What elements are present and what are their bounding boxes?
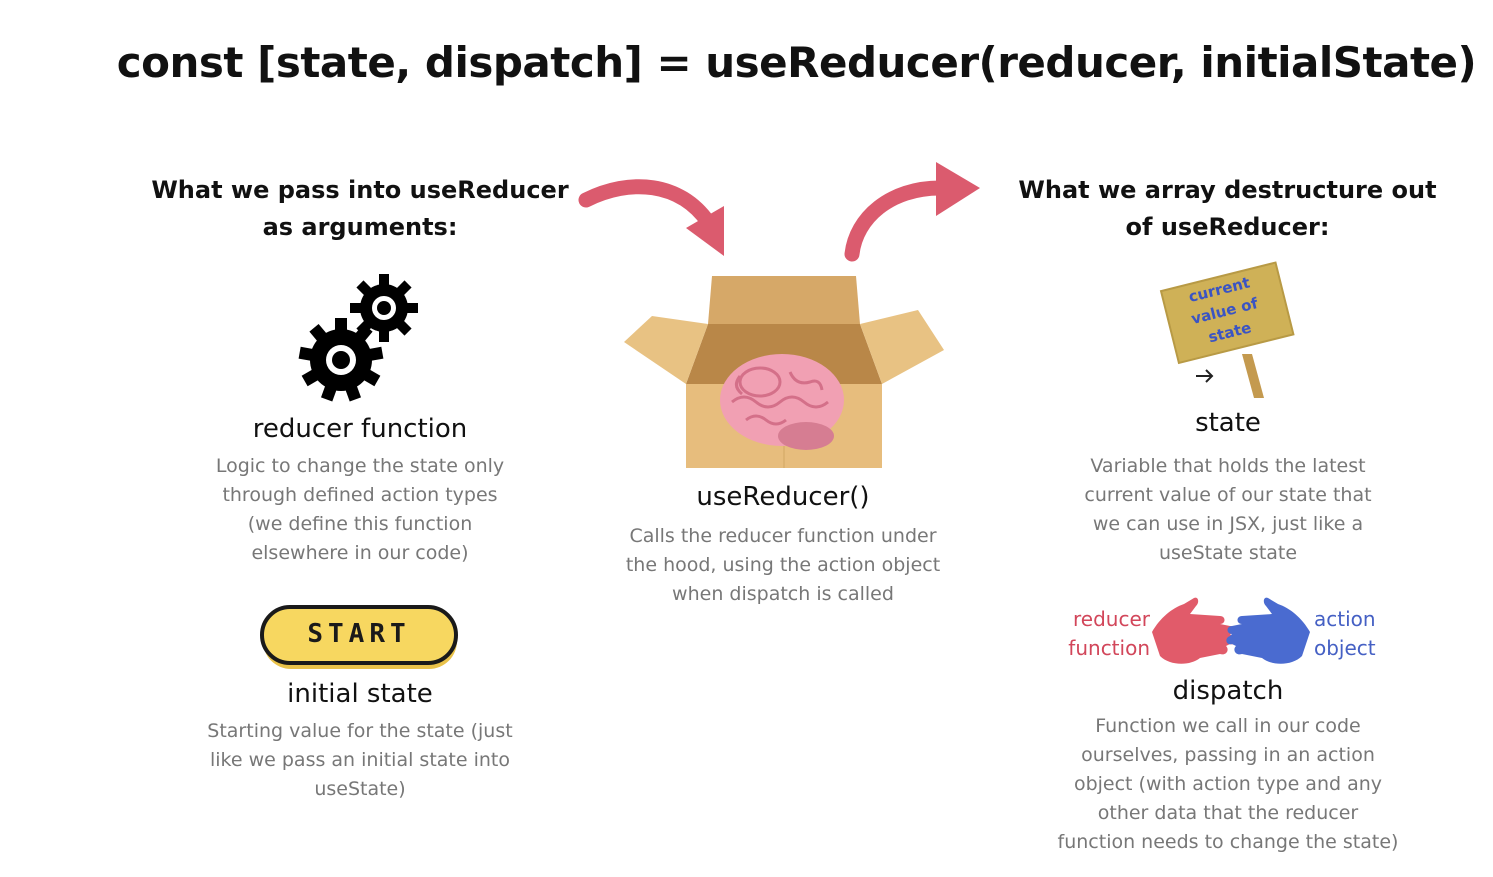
desc-line: elsewhere in our code): [251, 542, 469, 564]
label-line: action: [1314, 607, 1376, 631]
action-object-label: action object: [1314, 605, 1424, 663]
page-title: const [state, dispatch] = useReducer(red…: [116, 38, 1477, 87]
arrow-into-box-icon: [578, 179, 724, 256]
reducer-function-label: reducer function: [1040, 605, 1150, 663]
state-description: Variable that holds the latest current v…: [1028, 452, 1428, 568]
desc-line: the hood, using the action object: [625, 554, 941, 576]
box-with-brain-icon: [624, 276, 944, 468]
desc-line: Calls the reducer function under: [629, 525, 937, 547]
left-heading-line-1: What we pass into useReducer: [151, 176, 569, 204]
desc-line: through defined action types: [222, 484, 498, 506]
desc-line: other data that the reducer: [1097, 802, 1359, 824]
left-column-heading: What we pass into useReducer as argument…: [140, 172, 580, 246]
desc-line: Starting value for the state (just: [207, 720, 513, 742]
desc-line: (we define this function: [247, 513, 473, 535]
desc-line: ourselves, passing in an action: [1081, 744, 1375, 766]
state-title: state: [1195, 408, 1261, 438]
right-column-heading: What we array destructure out of useRedu…: [1010, 172, 1445, 246]
desc-line: Function we call in our code: [1095, 715, 1361, 737]
desc-line: current value of our state that: [1084, 484, 1372, 506]
reducer-function-description: Logic to change the state only through d…: [140, 452, 580, 568]
desc-line: we can use in JSX, just like a: [1092, 513, 1364, 535]
initial-state-title: initial state: [287, 679, 433, 709]
desc-line: useState): [314, 778, 406, 800]
reducer-function-title: reducer function: [252, 414, 468, 444]
desc-line: when dispatch is called: [672, 583, 894, 605]
gears-icon: [298, 274, 418, 402]
label-line: reducer: [1073, 607, 1150, 631]
desc-line: Logic to change the state only: [215, 455, 505, 477]
desc-line: useState state: [1158, 542, 1298, 564]
start-button-label: START: [307, 619, 411, 649]
signpost-icon: [1159, 261, 1295, 398]
usereducer-title: useReducer(): [696, 482, 870, 512]
start-button-icon: [260, 605, 458, 669]
left-heading-line-2: as arguments:: [262, 213, 458, 241]
desc-line: function needs to change the state): [1057, 831, 1399, 853]
label-line: object: [1314, 636, 1376, 660]
right-heading-line-2: of useReducer:: [1125, 213, 1330, 241]
usereducer-description: Calls the reducer function under the hoo…: [583, 522, 983, 609]
desc-line: Variable that holds the latest: [1090, 455, 1366, 477]
desc-line: object (with action type and any: [1073, 773, 1383, 795]
dispatch-title: dispatch: [1172, 676, 1284, 706]
desc-line: like we pass an initial state into: [209, 749, 510, 771]
arrow-out-of-box-icon: [844, 162, 980, 262]
hands-passing-icon: [1152, 597, 1310, 664]
initial-state-description: Starting value for the state (just like …: [140, 717, 580, 804]
label-line: function: [1068, 636, 1150, 660]
right-heading-line-1: What we array destructure out: [1018, 176, 1437, 204]
dispatch-description: Function we call in our code ourselves, …: [1018, 712, 1438, 857]
